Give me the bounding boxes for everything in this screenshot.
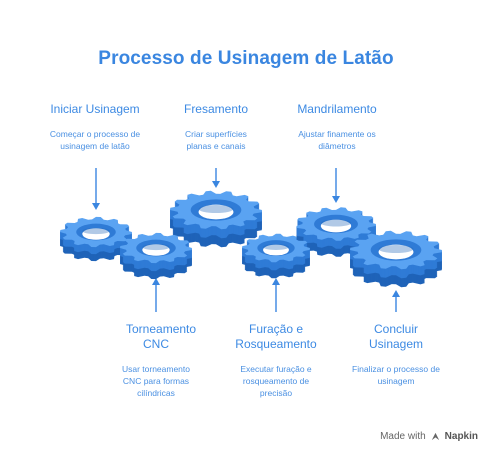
gear-icon [242,233,310,279]
step-title: Furação e Rosqueamento [235,322,317,351]
step-description: Executar furação e rosqueamento de preci… [240,364,312,398]
step-furacao-rosqueamento: Furação e Rosqueamento Executar furação … [226,322,326,399]
made-with-footer: Made with Napkin [380,431,478,442]
step-description: Ajustar finamente os diâmetros [298,129,376,151]
step-title: Fresamento [183,102,249,116]
gear-icon [60,216,132,262]
arrow-up-icon [392,290,400,297]
napkin-logo-icon [431,432,439,441]
step-title: Iniciar Usinagem [50,102,140,116]
step-description: Criar superfícies planas e canais [185,129,247,151]
step-mandrilamento: Mandrilamento Ajustar finamente os diâme… [282,102,392,152]
step-title: Concluir Usinagem [368,322,424,351]
step-description: Começar o processo de usinagem de latão [49,129,141,151]
arrow-down-icon [332,196,340,203]
arrow-up-icon [272,278,280,285]
step-title: Mandrilamento [297,102,377,116]
step-description: Finalizar o processo de usinagem [352,364,440,386]
step-torneamento-cnc: Torneamento CNC Usar torneamento CNC par… [110,322,202,399]
gear-icon [350,230,442,288]
step-description: Usar torneamento CNC para formas cilíndr… [121,364,191,398]
arrow-down-icon [212,181,220,188]
napkin-brand: Napkin [444,431,478,442]
made-with-text: Made with [380,431,426,442]
arrow-down-icon [92,203,100,210]
gear-icon [170,190,262,248]
page-title: Processo de Usinagem de Latão [98,48,394,69]
arrow-up-icon [152,278,160,285]
step-title: Torneamento CNC [126,322,197,351]
step-fresamento: Fresamento Criar superfícies planas e ca… [166,102,266,152]
step-iniciar-usinagem: Iniciar Usinagem Começar o processo de u… [40,102,150,152]
gear-icon [120,232,192,280]
step-concluir-usinagem: Concluir Usinagem Finalizar o processo d… [346,322,446,387]
